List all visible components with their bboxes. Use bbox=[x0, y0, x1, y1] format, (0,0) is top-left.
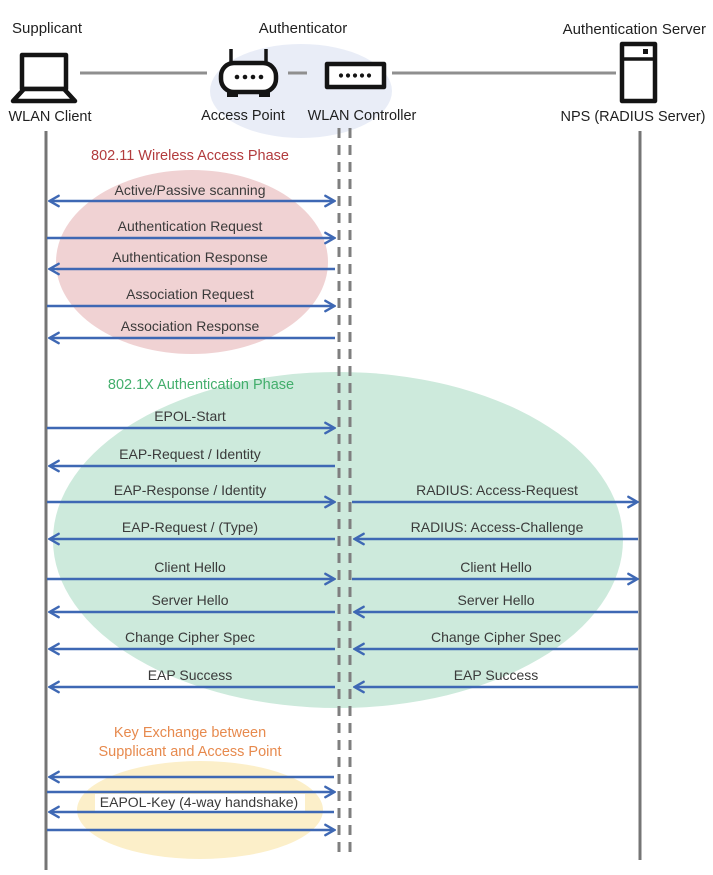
label-client-hello-right: Client Hello bbox=[460, 559, 532, 575]
key-exchange-phase-title-line1: Key Exchange between bbox=[114, 725, 266, 741]
label-change-cipher-spec-right: Change Cipher Spec bbox=[431, 629, 561, 645]
label-eap-request-identity: EAP-Request / Identity bbox=[119, 446, 261, 462]
label-change-cipher-spec-left: Change Cipher Spec bbox=[125, 629, 255, 645]
label-association-request: Association Request bbox=[126, 286, 254, 302]
nps-radius-server-label: NPS (RADIUS Server) bbox=[560, 109, 705, 125]
label-client-hello-left: Client Hello bbox=[154, 559, 226, 575]
label-eap-response-identity: EAP-Response / Identity bbox=[114, 482, 267, 498]
dot1x-phase-title: 802.1X Authentication Phase bbox=[108, 377, 294, 393]
authenticator-role-label: Authenticator bbox=[259, 20, 347, 37]
label-eap-success-left: EAP Success bbox=[148, 667, 233, 683]
label-server-hello-right: Server Hello bbox=[457, 592, 534, 608]
label-server-hello-left: Server Hello bbox=[151, 592, 228, 608]
label-authentication-response: Authentication Response bbox=[112, 249, 268, 265]
wlan-controller-icon bbox=[324, 61, 387, 90]
eapol-key-label-band bbox=[95, 794, 305, 811]
wireless-phase-title: 802.11 Wireless Access Phase bbox=[91, 148, 289, 164]
key-exchange-phase-title-line2: Supplicant and Access Point bbox=[99, 744, 282, 760]
wireless-access-point-icon bbox=[218, 49, 279, 97]
label-eap-success-right: EAP Success bbox=[454, 667, 539, 683]
label-eapol-key: EAPOL-Key (4-way handshake) bbox=[100, 794, 298, 810]
access-point-label: Access Point bbox=[201, 108, 285, 124]
wlan-controller-label: WLAN Controller bbox=[308, 108, 417, 124]
label-active-passive-scanning: Active/Passive scanning bbox=[115, 182, 266, 198]
server-icon bbox=[619, 41, 658, 104]
label-authentication-request: Authentication Request bbox=[118, 218, 263, 234]
supplicant-role-label: Supplicant bbox=[12, 20, 83, 37]
label-epol-start: EPOL-Start bbox=[154, 408, 226, 424]
label-eap-request-type: EAP-Request / (Type) bbox=[122, 519, 258, 535]
label-radius-access-challenge: RADIUS: Access-Challenge bbox=[411, 519, 584, 535]
label-radius-access-request: RADIUS: Access-Request bbox=[416, 482, 578, 498]
authentication-server-role-label: Authentication Server bbox=[563, 21, 706, 38]
wlan-client-label: WLAN Client bbox=[9, 109, 92, 125]
laptop-icon bbox=[10, 52, 78, 104]
label-association-response: Association Response bbox=[121, 318, 260, 334]
wireless-phase-ellipse bbox=[56, 170, 328, 354]
